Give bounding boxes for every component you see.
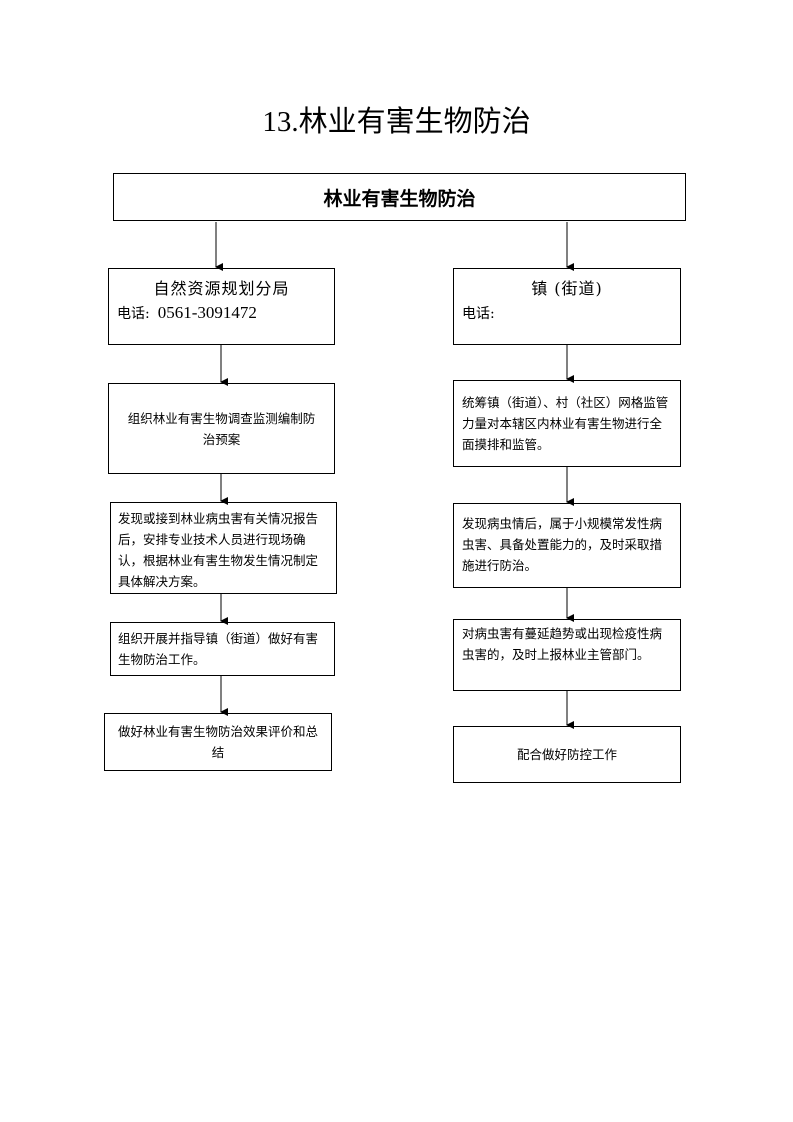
right-step-1-text: 统筹镇（街道）、村（社区）网格监管力量对本辖区内林业有害生物进行全面摸排和监管。 (462, 395, 669, 452)
right-step-2: 发现病虫情后，属于小规模常发性病虫害、具备处置能力的，及时采取措施进行防治。 (453, 503, 681, 588)
right-dept-box: 镇 (街道) 电话: (453, 268, 681, 345)
left-step-1-text: 组织林业有害生物调查监测编制防治预案 (127, 410, 316, 447)
right-dept-name: 镇 (街道) (531, 279, 603, 298)
right-step-4-text: 配合做好防控工作 (516, 747, 617, 762)
left-step-2-text: 发现或接到林业病虫害有关情况报告后，安排专业技术人员进行现场确认，根据林业有害生… (118, 511, 319, 589)
left-step-1: 组织林业有害生物调查监测编制防治预案 (108, 383, 335, 474)
left-step-3-text: 组织开展并指导镇（街道）做好有害生物防治工作。 (118, 631, 319, 667)
flowchart-header: 林业有害生物防治 (113, 173, 686, 221)
right-step-2-text: 发现病虫情后，属于小规模常发性病虫害、具备处置能力的，及时采取措施进行防治。 (462, 516, 663, 573)
right-step-3: 对病虫害有蔓延趋势或出现检疫性病虫害的，及时上报林业主管部门。 (453, 619, 681, 691)
left-dept-phone: 电话: 0561-3091472 (117, 303, 326, 323)
page-title: 13.林业有害生物防治 (262, 106, 531, 138)
left-step-3: 组织开展并指导镇（街道）做好有害生物防治工作。 (110, 622, 335, 676)
left-step-4: 做好林业有害生物防治效果评价和总结 (104, 713, 332, 771)
left-phone-label: 电话: (117, 306, 150, 322)
right-dept-phone: 电话: (462, 303, 672, 323)
right-phone-label: 电话: (462, 306, 495, 322)
left-step-2: 发现或接到林业病虫害有关情况报告后，安排专业技术人员进行现场确认，根据林业有害生… (110, 502, 337, 594)
right-step-1: 统筹镇（街道）、村（社区）网格监管力量对本辖区内林业有害生物进行全面摸排和监管。 (453, 380, 681, 467)
left-dept-name: 自然资源规划分局 (153, 279, 290, 298)
right-step-3-text: 对病虫害有蔓延趋势或出现检疫性病虫害的，及时上报林业主管部门。 (462, 626, 663, 662)
left-step-4-text: 做好林业有害生物防治效果评价和总结 (117, 724, 318, 760)
right-step-4: 配合做好防控工作 (453, 726, 681, 783)
left-dept-box: 自然资源规划分局 电话: 0561-3091472 (108, 268, 335, 345)
left-phone-number: 0561-3091472 (157, 303, 257, 322)
